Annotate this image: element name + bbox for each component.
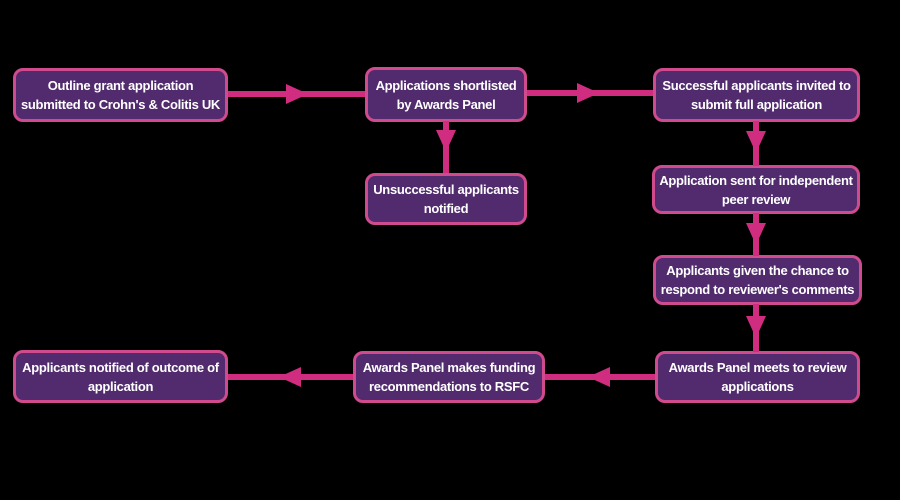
node-label-line: peer review	[721, 191, 791, 207]
node-label-line: Successful applicants invited to	[662, 78, 851, 93]
node-label-line: application	[87, 378, 154, 394]
node-label-line: applications	[721, 379, 794, 394]
flow-node-outline-application: Outline grant application submitted to C…	[13, 68, 228, 122]
flow-node-funding-recommendations: Awards Panel makes funding recommendatio…	[353, 351, 545, 403]
flow-node-applications-shortlisted: Applications shortlisted by Awards Panel	[365, 67, 527, 122]
node-label-line: Outline grant application	[47, 78, 194, 93]
node-label-line: notified	[423, 201, 469, 216]
node-label-line: Unsuccessful applicants	[373, 182, 519, 197]
node-label-line: Application sent for independent	[659, 172, 853, 188]
flow-node-panel-meets: Awards Panel meets to review application…	[655, 351, 860, 403]
flow-node-successful-invited: Successful applicants invited to submit …	[653, 68, 860, 122]
flow-node-peer-review: Application sent for independent peer re…	[652, 165, 860, 214]
node-label-line: Applications shortlisted	[375, 77, 517, 93]
node-label-line: by Awards Panel	[396, 96, 496, 112]
node-label-line: Awards Panel makes funding	[362, 360, 536, 375]
arrowhead-down-icon	[746, 223, 766, 245]
node-label-line: submit full application	[690, 97, 823, 112]
node-label-line: submitted to Crohn's & Colitis UK	[20, 97, 221, 112]
arrowhead-down-icon	[436, 130, 456, 152]
arrowhead-right-icon	[286, 84, 308, 104]
arrowhead-down-icon	[746, 316, 766, 338]
flow-node-unsuccessful-notified: Unsuccessful applicants notified	[365, 173, 527, 225]
node-label-line: Applicants given the chance to	[666, 263, 849, 278]
node-label-line: Awards Panel meets to review	[668, 360, 847, 375]
arrowhead-right-icon	[577, 83, 599, 103]
node-label-line: recommendations to RSFC	[369, 379, 529, 394]
flow-node-outcome-notified: Applicants notified of outcome of applic…	[13, 350, 228, 403]
node-label-line: Applicants notified of outcome of	[22, 359, 219, 375]
node-label-line: respond to reviewer's comments	[660, 282, 855, 297]
arrowhead-left-icon	[588, 367, 610, 387]
arrowhead-down-icon	[746, 131, 766, 153]
flow-node-respond-comments: Applicants given the chance to respond t…	[653, 255, 862, 305]
arrowhead-left-icon	[279, 367, 301, 387]
